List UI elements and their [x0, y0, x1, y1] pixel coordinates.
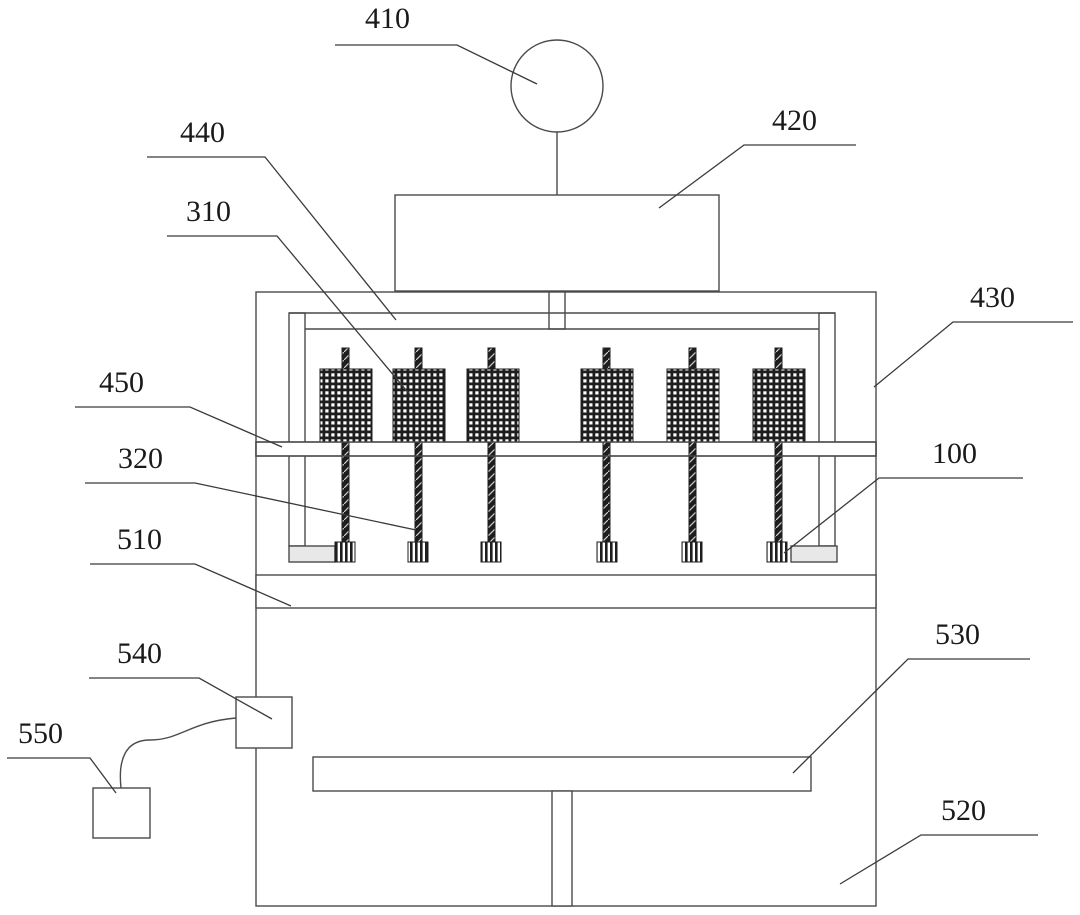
clamp-100 [334, 541, 356, 563]
leader-540 [89, 677, 273, 720]
leader-310 [167, 235, 412, 397]
label-100: 100 [932, 437, 977, 470]
leader-430 [873, 321, 1073, 388]
box-540 [235, 696, 293, 749]
clamp-100 [407, 541, 429, 563]
weight-310 [752, 368, 806, 443]
leader-100 [783, 477, 1023, 554]
label-450: 450 [99, 366, 144, 399]
plate-510 [255, 574, 877, 609]
label-520: 520 [941, 794, 986, 827]
leader-550 [7, 757, 117, 794]
label-550: 550 [18, 717, 63, 750]
clamp-100 [766, 541, 788, 563]
leader-440 [147, 156, 397, 321]
label-440: 440 [180, 116, 225, 149]
left-foot [288, 545, 336, 563]
label-420: 420 [772, 104, 817, 137]
label-320: 320 [118, 442, 163, 475]
clamp-100 [480, 541, 502, 563]
left-post [288, 312, 306, 547]
clamp-100 [596, 541, 618, 563]
leader-520 [839, 834, 1038, 885]
bar-450-overlay [255, 441, 877, 457]
leader-320 [85, 482, 417, 531]
right-foot [790, 545, 838, 563]
label-310: 310 [186, 195, 231, 228]
weight-310 [466, 368, 520, 443]
box-550 [92, 787, 151, 839]
connector-rod [548, 291, 566, 330]
leader-420 [658, 144, 856, 209]
table-530 [312, 756, 812, 792]
shaft-530 [551, 790, 573, 907]
weight-310 [392, 368, 446, 443]
label-410: 410 [365, 2, 410, 35]
leader-410 [335, 44, 538, 85]
leader-510 [90, 563, 292, 607]
label-540: 540 [117, 637, 162, 670]
weight-310 [319, 368, 373, 443]
label-510: 510 [117, 523, 162, 556]
cable [119, 717, 237, 789]
weight-310 [666, 368, 720, 443]
weight-310 [580, 368, 634, 443]
label-430: 430 [970, 281, 1015, 314]
right-post [818, 312, 836, 547]
box-420 [394, 194, 720, 292]
leader-450 [75, 406, 283, 448]
gauge-410 [510, 39, 604, 133]
clamp-100 [681, 541, 703, 563]
leader-530 [792, 658, 1030, 774]
label-530: 530 [935, 618, 980, 651]
weight-assembly [319, 347, 806, 563]
